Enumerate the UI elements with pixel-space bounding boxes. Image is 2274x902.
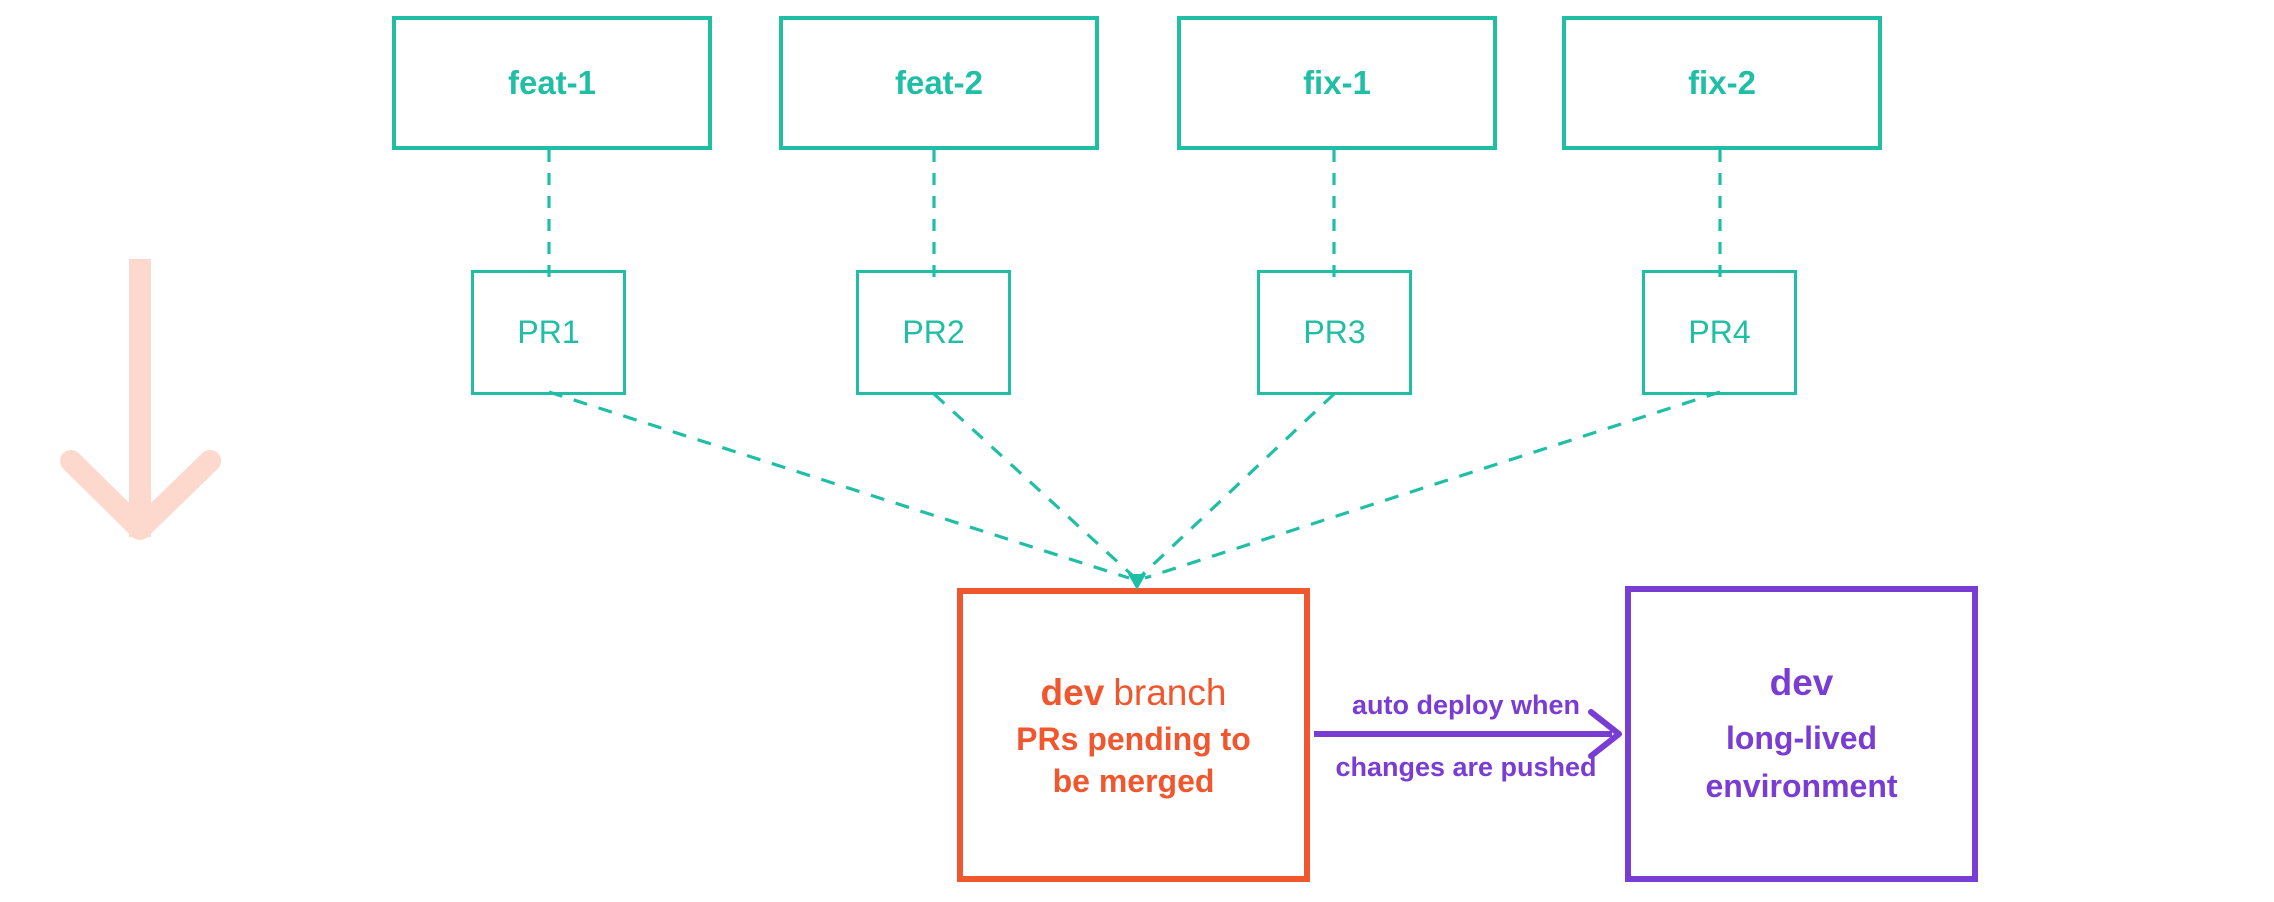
dev-environment-box: dev long-lived environment (1625, 586, 1978, 882)
branch-box-fix-2: fix-2 (1562, 16, 1882, 150)
dev-branch-title: dev branch (1041, 668, 1227, 718)
branch-box-feat-2: feat-2 (779, 16, 1099, 150)
dashed-merge-pr3 (1139, 392, 1336, 578)
dev-branch-subtitle-line2: be merged (1052, 762, 1215, 799)
pr-label: PR4 (1688, 314, 1751, 350)
down-arrow-icon (60, 450, 221, 540)
branch-label: feat-2 (894, 64, 984, 101)
branch-label: fix-2 (1688, 64, 1756, 101)
deploy-arrow-label-line2: changes are pushed (1335, 752, 1597, 782)
dashed-merge-pr2 (932, 392, 1135, 578)
branch-label: feat-1 (507, 64, 597, 101)
dev-branch-title-bold: dev (1040, 671, 1105, 713)
pr-label: PR1 (517, 314, 580, 350)
branch-label: fix-1 (1303, 64, 1371, 101)
dev-environment-subtitle-line1: long-lived (1725, 719, 1878, 756)
branch-box-feat-1: feat-1 (392, 16, 712, 150)
pr-box-2: PR2 (856, 270, 1011, 395)
dev-branch-subtitle-line1: PRs pending to (1016, 720, 1251, 757)
deploy-arrow-label-line1: auto deploy when (1351, 690, 1580, 720)
pr-label: PR3 (1303, 314, 1366, 350)
dev-environment-title-bold: dev (1769, 662, 1834, 704)
dev-branch-title-rest: branch (1113, 671, 1227, 713)
pr-box-3: PR3 (1257, 270, 1412, 395)
dashed-merge-pr1 (548, 390, 1130, 580)
pr-box-4: PR4 (1642, 270, 1797, 395)
dev-environment-title: dev (1770, 658, 1834, 708)
pr-label: PR2 (902, 314, 965, 350)
dashed-merge-pr4 (1144, 390, 1721, 580)
dev-branch-box: dev branch PRs pending to be merged (957, 588, 1310, 882)
branch-box-fix-1: fix-1 (1177, 16, 1497, 150)
pr-box-1: PR1 (471, 270, 626, 395)
dev-environment-subtitle-line2: environment (1705, 767, 1898, 804)
